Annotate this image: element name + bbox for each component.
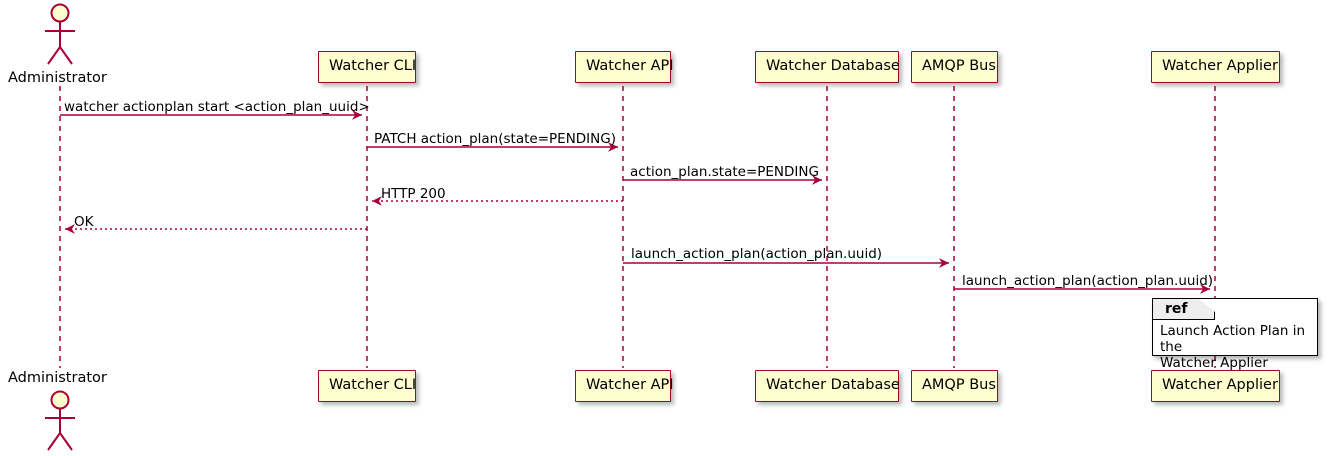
actor-head-icon <box>50 3 70 23</box>
actor-label-administrator-top: Administrator <box>8 70 107 86</box>
actor-label-administrator-bottom: Administrator <box>8 370 107 386</box>
actor-leg-left <box>47 432 61 451</box>
actor-leg-right <box>59 46 73 65</box>
participant-box-watcher-database-top[interactable]: Watcher Database <box>755 51 900 83</box>
message-label-2: PATCH action_plan(state=PENDING) <box>374 131 616 147</box>
participant-box-watcher-cli-bottom[interactable]: Watcher CLI <box>318 370 416 402</box>
lifelines <box>59 86 1216 368</box>
actor-head-icon <box>50 390 70 410</box>
participant-box-amqp-bus-top[interactable]: AMQP Bus <box>911 51 998 83</box>
participant-box-watcher-database-bottom[interactable]: Watcher Database <box>755 370 900 402</box>
message-label-7: launch_action_plan(action_plan.uuid) <box>962 273 1214 289</box>
message-label-4: HTTP 200 <box>381 186 446 202</box>
participant-box-watcher-applier-top[interactable]: Watcher Applier <box>1151 51 1280 83</box>
message-label-3: action_plan.state=PENDING <box>630 164 819 180</box>
actor-administrator-top <box>45 3 75 65</box>
actor-leg-right <box>59 432 73 451</box>
message-arrows <box>60 110 1210 294</box>
participant-box-watcher-cli-top[interactable]: Watcher CLI <box>318 51 416 83</box>
ref-fragment-keyword: ref <box>1165 301 1188 317</box>
actor-administrator-bottom <box>45 390 75 451</box>
actor-leg-left <box>47 46 61 65</box>
message-label-6: launch_action_plan(action_plan.uuid) <box>631 246 883 262</box>
ref-fragment[interactable]: ref Launch Action Plan in the Watcher Ap… <box>1152 298 1318 371</box>
message-label-1: watcher actionplan start <action_plan_uu… <box>64 99 370 115</box>
participant-box-watcher-applier-bottom[interactable]: Watcher Applier <box>1151 370 1280 402</box>
participant-box-watcher-api-bottom[interactable]: Watcher API <box>575 370 674 402</box>
ref-fragment-text: Launch Action Plan in the Watcher Applie… <box>1160 323 1306 371</box>
participant-box-amqp-bus-bottom[interactable]: AMQP Bus <box>911 370 998 402</box>
participant-box-watcher-api-top[interactable]: Watcher API <box>575 51 674 83</box>
message-label-5: OK <box>74 214 94 230</box>
